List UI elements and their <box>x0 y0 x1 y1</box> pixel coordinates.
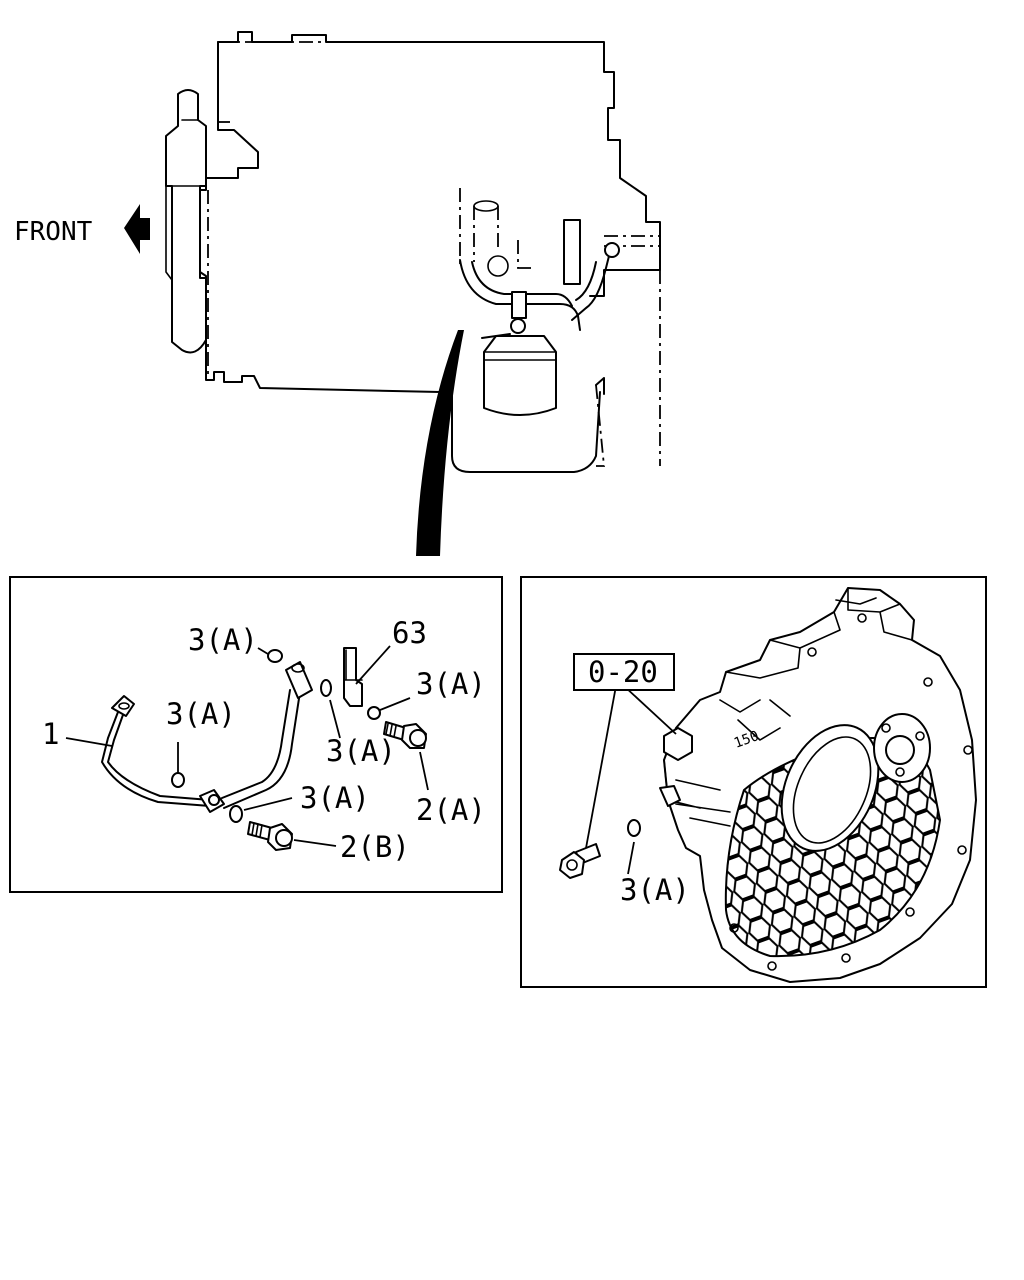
washer <box>367 706 381 720</box>
left-callouts: 1 3(A) 3(A) 63 3(A) 3(A) 3(A) 2(A) 2(B) <box>42 616 486 864</box>
oil-filter <box>483 335 557 416</box>
callout-3a: 3(A) <box>416 667 486 701</box>
svg-text:150: 150 <box>732 728 761 752</box>
left-detail-panel <box>9 576 503 893</box>
callout-3a: 3(A) <box>326 734 396 768</box>
reference-box <box>573 653 675 691</box>
detail-pointer <box>416 330 464 556</box>
callout-3a: 3(A) <box>300 781 370 815</box>
callout-2b: 2(B) <box>340 830 410 864</box>
callout-3a: 3(A) <box>620 873 690 907</box>
washer <box>171 772 185 788</box>
bolt-0-20 <box>559 843 601 879</box>
flywheel-housing: 150 <box>659 587 977 983</box>
engine-oil-pipe <box>459 259 581 331</box>
washer <box>267 649 283 663</box>
washer <box>320 679 332 697</box>
callout-2a: 2(A) <box>416 793 486 827</box>
right-fasteners <box>559 685 677 879</box>
bolt-2a <box>383 721 427 749</box>
reference-code: 0-20 <box>588 655 658 689</box>
washer <box>627 819 641 837</box>
callout-1: 1 <box>42 717 59 751</box>
front-label: FRONT <box>14 217 93 247</box>
washer <box>229 805 243 823</box>
sensor-63 <box>343 647 363 707</box>
callout-3a: 3(A) <box>166 697 236 731</box>
oil-pipe-1 <box>107 711 211 801</box>
engine-overview: FRONT <box>14 31 661 556</box>
front-arrow-icon <box>124 204 150 254</box>
right-detail-panel <box>520 576 987 988</box>
engine-block-outline <box>217 31 661 297</box>
callout-3a: 3(A) <box>188 623 258 657</box>
callout-63: 63 <box>392 616 427 650</box>
left-detail-parts <box>65 645 429 851</box>
bolt-2b <box>247 821 293 851</box>
radiator-hose <box>165 89 207 354</box>
housing-outline <box>663 587 977 983</box>
oil-pan <box>451 391 601 473</box>
right-callouts: 0-20 3(A) <box>573 653 690 907</box>
